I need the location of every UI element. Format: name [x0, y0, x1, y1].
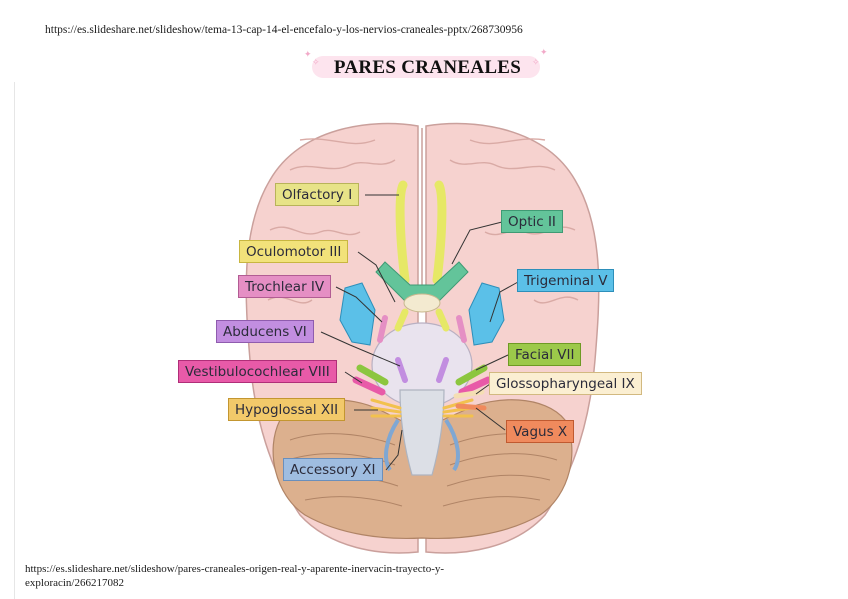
optic-chiasm [375, 261, 469, 301]
trigeminal-left [339, 282, 376, 346]
olfactory-tract-right [432, 180, 447, 285]
label-trochlear: Trochlear IV [238, 275, 332, 298]
page-title: PARES CRANEALES [333, 57, 522, 78]
label-vestibulocochlear: Vestibulocochlear VIII [178, 360, 337, 383]
source-url-top[interactable]: https://es.slideshare.net/slideshow/tema… [45, 24, 523, 36]
label-optic: Optic II [501, 210, 563, 233]
label-abducens: Abducens VI [216, 320, 314, 343]
label-olfactory: Olfactory I [275, 183, 360, 206]
source-url-bottom[interactable]: https://es.slideshare.net/slideshow/pare… [25, 563, 445, 589]
label-trigeminal: Trigeminal V [517, 269, 615, 292]
title-banner: ✦ ✧ ✦ ✧ PARES CRANEALES [300, 48, 555, 82]
sparkle-icon: ✧ [532, 57, 540, 67]
label-facial: Facial VII [508, 343, 582, 366]
label-oculomotor: Oculomotor III [239, 240, 349, 263]
title-highlight [312, 56, 540, 78]
label-accessory: Accessory XI [283, 458, 383, 481]
trigeminal-right [468, 282, 505, 346]
sparkle-icon: ✦ [540, 47, 548, 57]
sparkle-icon: ✧ [312, 57, 320, 67]
label-hypoglossal: Hypoglossal XII [228, 398, 346, 421]
sparkle-icon: ✦ [304, 49, 312, 59]
olfactory-tract-left [395, 180, 410, 285]
page-edge [14, 82, 15, 599]
label-glossopharyngeal: Glossopharyngeal IX [489, 372, 642, 395]
label-vagus: Vagus X [506, 420, 575, 443]
